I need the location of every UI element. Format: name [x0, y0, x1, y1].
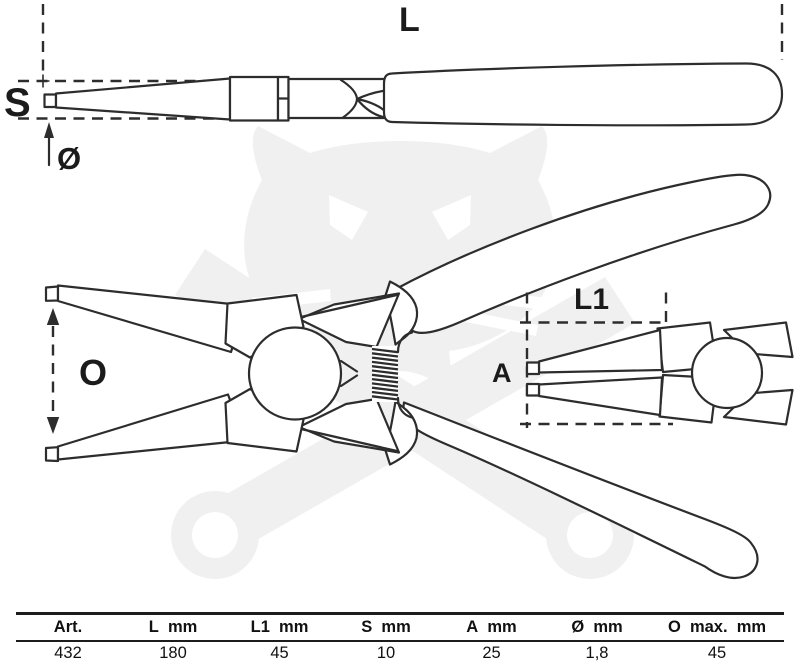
col-header-l1: L1 mm — [226, 613, 333, 642]
detail-view: L1 A — [492, 283, 794, 428]
lower-arm-facet — [299, 427, 399, 453]
opening-arrow-up — [46, 308, 60, 325]
cell-o-max: 45 — [707, 643, 727, 662]
dimension-label-diameter: Ø — [57, 141, 81, 176]
dimension-label-L1: L1 — [574, 283, 609, 316]
dimension-label-O: O — [79, 352, 107, 393]
main-view: O — [44, 173, 772, 580]
coil-spring — [371, 347, 399, 401]
detail-lower-tip — [525, 382, 541, 397]
dimension-label-L: L — [399, 1, 420, 39]
dimension-label-S: S — [4, 81, 31, 125]
jaw-cross-notch — [339, 359, 359, 388]
cell-l: 180 — [159, 643, 187, 662]
wrench-ring-hole — [192, 512, 238, 558]
detail-upper-tip — [525, 361, 541, 376]
wrench-shaft-icon — [225, 277, 635, 541]
cell-l1: 45 — [270, 643, 289, 662]
diameter-arrow-head — [44, 122, 54, 138]
spec-table-row: 432 180 45 10 25 1,8 45 — [16, 641, 784, 664]
col-header-o-max: O max. mm — [650, 613, 784, 642]
pivot-joint — [247, 326, 343, 421]
pliers-head-curves — [339, 78, 388, 119]
upper-jaw-tip — [44, 285, 60, 302]
upper-handle — [392, 173, 772, 334]
lower-jaw-tip — [44, 446, 60, 463]
pliers-nose-tip — [43, 93, 58, 109]
lower-jaw — [56, 393, 247, 461]
col-header-l: L mm — [120, 613, 226, 642]
technical-drawing: L S Ø O — [4, 1, 794, 580]
col-header-diameter: Ø mm — [544, 613, 650, 642]
spec-table: Art. L mm L1 mm S mm A mm Ø mm O max. mm… — [16, 612, 784, 664]
pliers-head-block — [228, 75, 280, 122]
upper-arm-facet — [299, 293, 399, 319]
pliers-handle-side — [382, 62, 784, 127]
upper-jaw — [56, 284, 247, 354]
lower-arm — [297, 397, 401, 454]
detail-pivot-joint — [690, 336, 764, 410]
spring-hooks — [396, 331, 414, 419]
col-header-art: Art. — [16, 613, 120, 642]
dimension-label-A: A — [492, 358, 512, 388]
cell-diameter: 1,8 — [585, 643, 609, 662]
cat-eyes — [329, 195, 471, 240]
pliers-nose — [54, 77, 232, 121]
opening-arrow-down — [46, 417, 60, 434]
wrench-ring-hole — [567, 512, 613, 558]
cell-a: 25 — [482, 643, 501, 662]
top-view: L S Ø — [4, 1, 784, 176]
spec-table-header-row: Art. L mm L1 mm S mm A mm Ø mm O max. mm — [16, 613, 784, 642]
detail-lower-jaw — [537, 376, 664, 417]
lower-handle — [402, 401, 759, 580]
col-header-s: S mm — [333, 613, 439, 642]
cell-s: 10 — [376, 643, 396, 662]
upper-arm — [297, 292, 401, 349]
cell-art: 432 — [54, 643, 82, 662]
col-header-a: A mm — [439, 613, 544, 642]
